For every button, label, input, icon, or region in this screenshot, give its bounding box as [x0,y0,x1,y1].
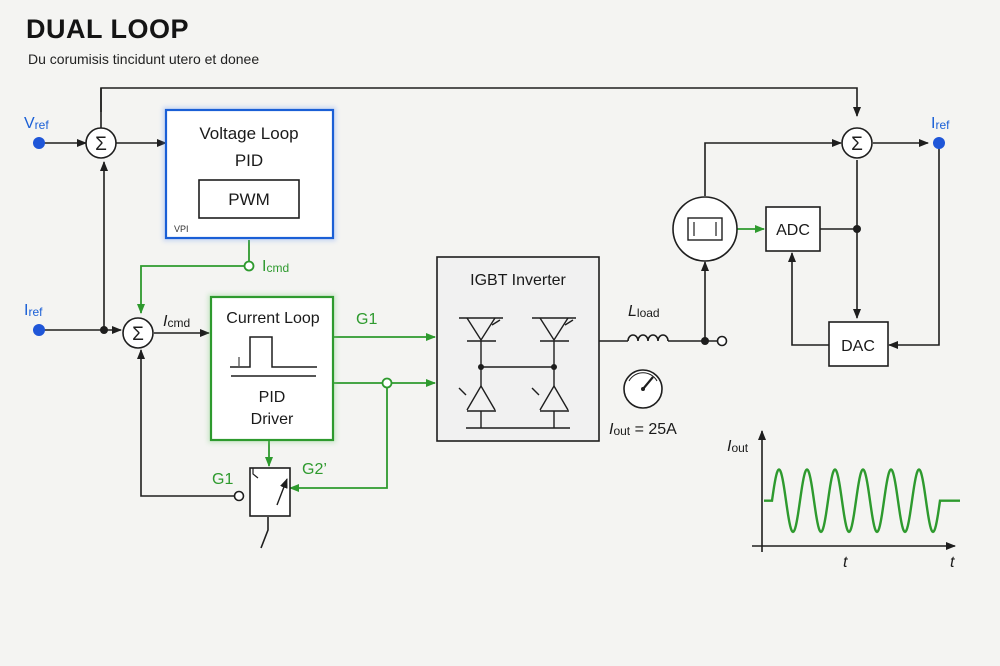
nodes [33,137,945,502]
sum-junction-right: Σ [841,127,873,159]
t-axis-label: t [843,554,848,571]
lload-label: Lload [628,303,660,320]
iref-left-label: Iref [24,302,43,319]
current-loop-title: Current Loop [226,310,319,327]
wire-sensor-lead [260,517,269,549]
g2-label: G2’ [302,461,327,478]
igbt-bridge-icon [458,317,576,429]
voltage-loop-block: Voltage Loop PID PWM VPI [163,107,336,241]
ammeter-gauge-icon [623,369,663,409]
iref-right-terminal [933,137,945,149]
adc-block: ADC [765,206,821,252]
junction-adc [853,225,861,233]
signal-g2-feedback [289,383,388,492]
icmd-terminal [243,260,255,272]
icmd-mid-label: Icmd [163,313,190,330]
voltage-loop-pid: PID [235,151,263,170]
black-wires [40,87,940,549]
sum-symbol: Σ [132,324,144,345]
inverter-title: IGBT Inverter [470,272,566,289]
current-sensor-icon [672,196,738,262]
adc-label: ADC [776,222,810,239]
current-loop-block: Current Loop PID Driver [208,294,336,443]
voltage-loop-title: Voltage Loop [199,124,298,143]
page-subtitle: Du corumisis tincidunt utero et donee [28,51,260,67]
signal-icmd [137,240,250,314]
pulse-icon [230,336,317,377]
current-loop-pid: PID [259,389,286,406]
sum-junction-voltage: Σ [85,127,117,159]
wire-sensor-to-sum [704,139,842,196]
vref-terminal [33,137,45,149]
iout-waveform-plot: Iout t t [727,430,960,571]
sum-junction-current: Σ [122,317,154,349]
iout-reading-label: Iout = 25A [609,421,677,438]
iout-axis-label: Iout [727,438,749,455]
sum-symbol: Σ [95,134,107,155]
load-inductor-icon [627,334,669,342]
wire-feedback-to-sum2 [137,349,236,497]
variable-arrow-icon [276,478,288,506]
iref-left-terminal [33,324,45,336]
g1-terminal [233,490,245,502]
vref-label: Vref [24,115,49,132]
iout-waveform-trace [764,468,960,534]
trim-icon [252,468,259,479]
icmd-top-label: Icmd [262,258,289,275]
g1-bottom-label: G1 [212,471,233,488]
current-loop-driver: Driver [251,411,294,428]
t-right-label: t [950,554,955,571]
g2-terminal [381,377,393,389]
junction-iref [100,326,108,334]
junction-load [701,337,709,345]
dac-block: DAC [828,321,889,367]
wire-iref-to-dac [888,143,940,349]
igbt-inverter-block: IGBT Inverter [436,256,600,442]
pwm-block [198,179,300,219]
pwm-label: PWM [228,190,270,209]
dac-label: DAC [841,338,875,355]
wire-dac-to-adc [788,252,829,346]
page-title: DUAL LOOP [26,14,190,44]
iref-right-label: Iref [931,115,950,132]
output-terminal [716,335,728,347]
g1-top-label: G1 [356,311,377,328]
sum-symbol: Σ [851,134,863,155]
vpi-tag: VPI [174,224,189,234]
trim-sensor-block [249,467,291,517]
